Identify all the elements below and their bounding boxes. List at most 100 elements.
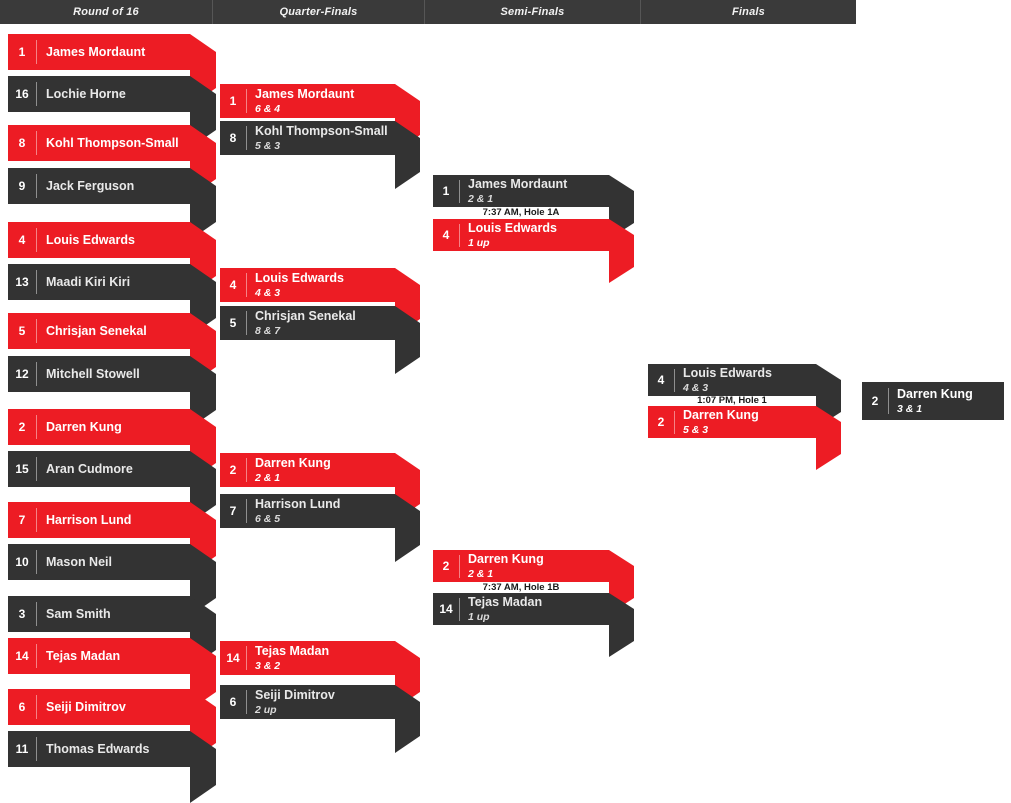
- entry-arrow: [395, 685, 420, 753]
- seed-divider: [246, 311, 247, 335]
- seed-divider: [246, 458, 247, 482]
- bracket-entry-qf-4[interactable]: 5 Chrisjan Senekal 8 & 7: [220, 306, 420, 374]
- bracket-entry-r16-6[interactable]: 13 Maadi Kiri Kiri: [8, 264, 216, 336]
- seed-number: 2: [229, 463, 237, 477]
- player-name: James Mordaunt: [468, 177, 568, 192]
- bracket-entry-r16-7[interactable]: 5 Chrisjan Senekal: [8, 313, 216, 385]
- match-score: 3 & 2: [255, 659, 281, 672]
- player-name: Sam Smith: [46, 606, 111, 621]
- seed-number: 12: [15, 367, 29, 381]
- entry-arrow: [395, 306, 420, 374]
- bracket-entry-r16-16[interactable]: 11 Thomas Edwards: [8, 731, 216, 803]
- player-name: Darren Kung: [683, 408, 759, 423]
- bracket-entry-qf-1[interactable]: 1 James Mordaunt 6 & 4: [220, 84, 420, 152]
- seed-number: 14: [439, 602, 453, 616]
- seed-number: 13: [15, 275, 29, 289]
- seed-number: 5: [229, 316, 237, 330]
- bracket-entry-r16-2[interactable]: 16 Lochie Horne: [8, 76, 216, 148]
- player-name: Kohl Thompson-Small: [46, 135, 179, 150]
- bracket-entry-r16-15[interactable]: 6 Seiji Dimitrov: [8, 689, 216, 761]
- bracket-entry-r16-1[interactable]: 1 James Mordaunt: [8, 34, 216, 106]
- bracket-round-header: Round of 16 Quarter-Finals Semi-Finals F…: [0, 0, 856, 24]
- entry-arrow: [816, 406, 841, 470]
- bracket-entry-r16-4[interactable]: 9 Jack Ferguson: [8, 168, 216, 240]
- seed-number: 7: [18, 513, 26, 527]
- bracket-entry-qf-8[interactable]: 6 Seiji Dimitrov 2 up: [220, 685, 420, 753]
- bracket-entry-r16-8[interactable]: 12 Mitchell Stowell: [8, 356, 216, 428]
- seed-divider: [36, 644, 37, 668]
- player-name: Chrisjan Senekal: [255, 309, 356, 324]
- player-name: Darren Kung: [46, 419, 122, 434]
- seed-divider: [459, 554, 460, 578]
- seed-divider: [36, 174, 37, 198]
- entry-arrow: [190, 731, 216, 803]
- player-name: Tejas Madan: [46, 648, 121, 663]
- bracket-entry-final-2[interactable]: 2 Darren Kung 5 & 3: [648, 406, 841, 470]
- match-score: 2 up: [255, 703, 277, 716]
- bracket-entry-qf-2[interactable]: 8 Kohl Thompson-Small 5 & 3: [220, 121, 420, 189]
- player-name: Harrison Lund: [255, 497, 341, 512]
- seed-divider: [36, 319, 37, 343]
- bracket-entry-r16-13[interactable]: 3 Sam Smith: [8, 596, 216, 668]
- seed-number: 4: [229, 278, 237, 292]
- seed-number: 4: [18, 233, 26, 247]
- bracket-entry-champion[interactable]: 2 Darren Kung 3 & 1: [862, 382, 1004, 420]
- seed-number: 15: [15, 462, 29, 476]
- player-name: Jack Ferguson: [46, 178, 135, 193]
- match-score: 1 up: [468, 610, 490, 623]
- bracket-entry-sf-1[interactable]: 1 James Mordaunt 2 & 1: [433, 175, 634, 239]
- match-score: 2 & 1: [255, 471, 281, 484]
- bracket-entry-sf-2[interactable]: 4 Louis Edwards 1 up: [433, 219, 634, 283]
- player-name: Mitchell Stowell: [46, 366, 140, 381]
- match-score: 2 & 1: [468, 192, 494, 205]
- bracket-entry-r16-9[interactable]: 2 Darren Kung: [8, 409, 216, 481]
- seed-divider: [246, 273, 247, 297]
- seed-number: 2: [442, 559, 450, 573]
- match-score: 2 & 1: [468, 567, 494, 580]
- bracket-entry-r16-10[interactable]: 15 Aran Cudmore: [8, 451, 216, 523]
- player-name: Seiji Dimitrov: [46, 699, 126, 714]
- bracket-entry-r16-12[interactable]: 10 Mason Neil: [8, 544, 216, 616]
- bracket-entry-r16-14[interactable]: 14 Tejas Madan: [8, 638, 216, 710]
- match-score: 6 & 4: [255, 102, 281, 115]
- seed-divider: [36, 737, 37, 761]
- bracket-entry-r16-3[interactable]: 8 Kohl Thompson-Small: [8, 125, 216, 197]
- bracket-entry-qf-7[interactable]: 14 Tejas Madan 3 & 2: [220, 641, 420, 709]
- match-score: 4 & 3: [255, 286, 281, 299]
- seed-number: 6: [229, 695, 237, 709]
- player-name: Mason Neil: [46, 554, 112, 569]
- seed-divider: [246, 89, 247, 113]
- seed-number: 7: [229, 504, 237, 518]
- bracket-entry-qf-6[interactable]: 7 Harrison Lund 6 & 5: [220, 494, 420, 562]
- seed-divider: [36, 695, 37, 719]
- seed-number: 8: [229, 131, 237, 145]
- bracket-entry-sf-3[interactable]: 2 Darren Kung 2 & 1: [433, 550, 634, 614]
- seed-divider: [36, 82, 37, 106]
- player-name: Kohl Thompson-Small: [255, 124, 388, 139]
- seed-number: 4: [442, 228, 450, 242]
- seed-number: 1: [442, 184, 450, 198]
- player-name: Louis Edwards: [255, 271, 344, 286]
- match-score: 4 & 3: [683, 381, 709, 394]
- seed-number: 2: [18, 420, 26, 434]
- player-name: Darren Kung: [255, 456, 331, 471]
- match-score: 1 up: [468, 236, 490, 249]
- bracket-entry-r16-5[interactable]: 4 Louis Edwards: [8, 222, 216, 294]
- bracket-entry-r16-11[interactable]: 7 Harrison Lund: [8, 502, 216, 574]
- seed-number: 8: [18, 136, 26, 150]
- seed-divider: [36, 508, 37, 532]
- seed-divider: [36, 362, 37, 386]
- seed-number: 2: [871, 394, 879, 408]
- seed-divider: [459, 223, 460, 247]
- seed-number: 3: [18, 607, 26, 621]
- seed-divider: [36, 457, 37, 481]
- bracket-entry-qf-3[interactable]: 4 Louis Edwards 4 & 3: [220, 268, 420, 336]
- player-name: Maadi Kiri Kiri: [46, 274, 131, 289]
- seed-number: 2: [657, 415, 665, 429]
- bracket-entry-final-1[interactable]: 4 Louis Edwards 4 & 3: [648, 364, 841, 428]
- bracket-entry-sf-4[interactable]: 14 Tejas Madan 1 up: [433, 593, 634, 657]
- entry-arrow: [395, 494, 420, 562]
- seed-number: 10: [15, 555, 29, 569]
- bracket-entry-qf-5[interactable]: 2 Darren Kung 2 & 1: [220, 453, 420, 521]
- player-name: Darren Kung: [468, 552, 544, 567]
